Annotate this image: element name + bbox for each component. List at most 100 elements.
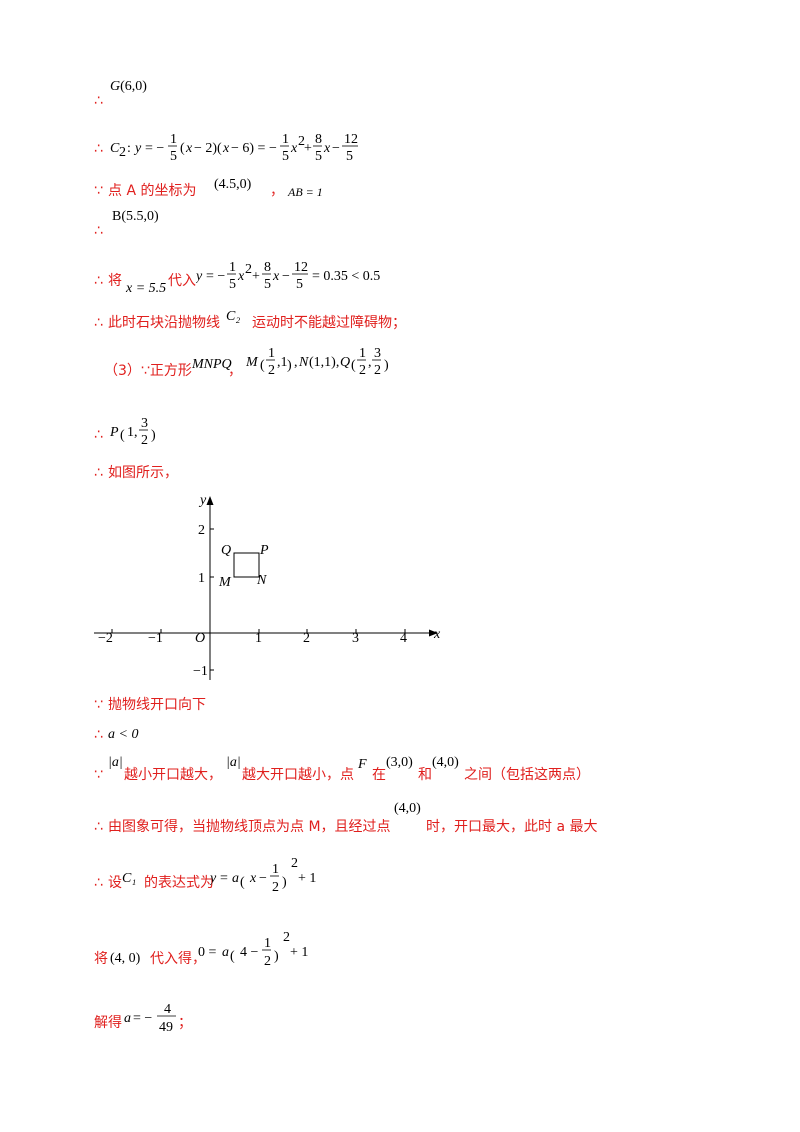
svg-text:0 =: 0 = (198, 945, 217, 960)
svg-text:1,: 1, (127, 425, 138, 440)
svg-text:+: + (252, 269, 260, 284)
svg-text:y: y (133, 141, 142, 156)
c1-label: C₁ (122, 871, 137, 886)
point-q-label: Q (221, 543, 231, 558)
therefore-symbol: ∴ (94, 141, 103, 157)
svg-text:2: 2 (298, 134, 305, 149)
svg-text:2: 2 (359, 363, 366, 378)
svg-text:2: 2 (245, 262, 252, 277)
svg-text:−: − (259, 871, 267, 886)
text-jiede: 解得 (94, 1015, 122, 1031)
svg-text:(1,1),: (1,1), (309, 355, 339, 370)
text-point-a: 点 A 的坐标为 (108, 183, 197, 199)
svg-text:): ) (151, 428, 156, 443)
therefore-symbol: ∴ (94, 875, 103, 891)
x-tick-label: 3 (352, 631, 359, 646)
x-tick-label: −2 (98, 631, 113, 646)
text-he: 和 (418, 767, 432, 783)
y-axis-label: y (198, 493, 207, 508)
svg-text:4 −: 4 − (240, 945, 259, 960)
svg-text:,: , (368, 355, 372, 370)
text-jiang: 将 (94, 951, 108, 967)
therefore-symbol: ∴ (94, 427, 103, 443)
substitute-c1-formula: 0 = a ( 4 − 1 2 ) 2 + 1 (198, 932, 308, 969)
ab-length: AB = 1 (288, 185, 323, 199)
abs-a: |a| (226, 755, 241, 770)
therefore-symbol: ∴ (94, 93, 103, 109)
y-tick-label: 2 (198, 523, 205, 538)
svg-text:5: 5 (282, 149, 289, 164)
semicolon: ； (178, 1015, 192, 1031)
point-f: F (358, 757, 367, 772)
svg-text:1: 1 (282, 132, 289, 147)
svg-text:−: − (332, 141, 340, 156)
svg-text:+: + (304, 141, 312, 156)
p-point-formula: P ( 1, 3 2 ) (109, 416, 156, 448)
svg-text:(: ( (120, 428, 125, 443)
a-value-formula: a = − 4 49 (124, 1002, 176, 1035)
svg-text:x: x (272, 269, 280, 284)
a-inequality: a < 0 (108, 727, 139, 742)
because-symbol: ∵ (94, 697, 103, 713)
svg-text:P: P (109, 425, 119, 440)
svg-text:(: ( (351, 358, 356, 373)
point-n-label: N (256, 573, 267, 588)
svg-text:+ 1: + 1 (298, 871, 316, 886)
svg-text:,1: ,1 (277, 355, 288, 370)
svg-text:−: − (282, 269, 290, 284)
svg-text:49: 49 (159, 1020, 173, 1035)
svg-text:5: 5 (315, 149, 322, 164)
svg-text:1: 1 (359, 346, 366, 361)
svg-text:− 6) = −: − 6) = − (231, 141, 277, 156)
therefore-symbol: ∴ (94, 819, 103, 835)
svg-text:x: x (222, 141, 230, 156)
because-symbol: ∵ (94, 183, 103, 199)
svg-text:(: ( (230, 949, 235, 964)
text-max-opening: 时，开口最大，此时 a 最大 (426, 819, 598, 835)
svg-text:): ) (274, 949, 279, 964)
because-symbol: ∵ (94, 767, 103, 783)
svg-text:= −: = − (133, 1011, 152, 1026)
text-jiang: 将 (108, 273, 122, 289)
text-she: 设 (108, 875, 122, 891)
coord-3-0: (3,0) (386, 755, 413, 770)
square-mnpq (233, 552, 260, 578)
svg-text:M: M (246, 355, 259, 370)
svg-text:1: 1 (268, 346, 275, 361)
svg-text:− 2)(: − 2)( (194, 141, 222, 156)
svg-text:1: 1 (229, 260, 236, 275)
point-a-coord: (4.5,0) (214, 177, 252, 192)
point-p-label: P (259, 543, 269, 558)
svg-text:a: a (232, 871, 239, 886)
text-as-shown: 如图所示， (108, 465, 178, 481)
x-value: x = 5.5 (126, 281, 167, 296)
point-m-label: M (218, 575, 232, 590)
svg-text:x: x (290, 141, 298, 156)
g-point-math: G(6,0) (110, 79, 147, 94)
b-point-math: B(5.5,0) (112, 209, 159, 224)
text-part-3: （3）∵正方形 (104, 363, 192, 379)
svg-text:): ) (287, 358, 292, 373)
svg-text:=: = (220, 871, 228, 886)
c1-formula: y= a ( x− 1 2 ) 2 + 1 (210, 858, 316, 895)
svg-text:2: 2 (374, 363, 381, 378)
x-tick-label: −1 (148, 631, 163, 646)
svg-text::: : (127, 141, 131, 156)
svg-text:5: 5 (229, 277, 236, 292)
svg-text:2: 2 (268, 363, 275, 378)
svg-text:12: 12 (294, 260, 308, 275)
square-points-formula: M ( 1 2 ,1 ) ,N(1,1), Q ( 1 2 , 3 2 ) (246, 346, 389, 378)
text-dairu-de: 代入得， (150, 951, 206, 967)
y-tick-label: 1 (198, 571, 205, 586)
x-axis-label: x (433, 627, 441, 642)
svg-text:5: 5 (170, 149, 177, 164)
text-larger-narrower: 越大开口越小，点 (242, 767, 354, 783)
y-axis-arrow (206, 496, 214, 505)
coord-4-0: (4, 0) (110, 951, 141, 966)
therefore-symbol: ∴ (94, 727, 103, 743)
svg-text:12: 12 (344, 132, 358, 147)
svg-text:(: ( (260, 358, 265, 373)
svg-text:(: ( (180, 141, 185, 156)
therefore-symbol: ∴ (94, 315, 103, 331)
text-expression: 的表达式为 (144, 875, 214, 891)
